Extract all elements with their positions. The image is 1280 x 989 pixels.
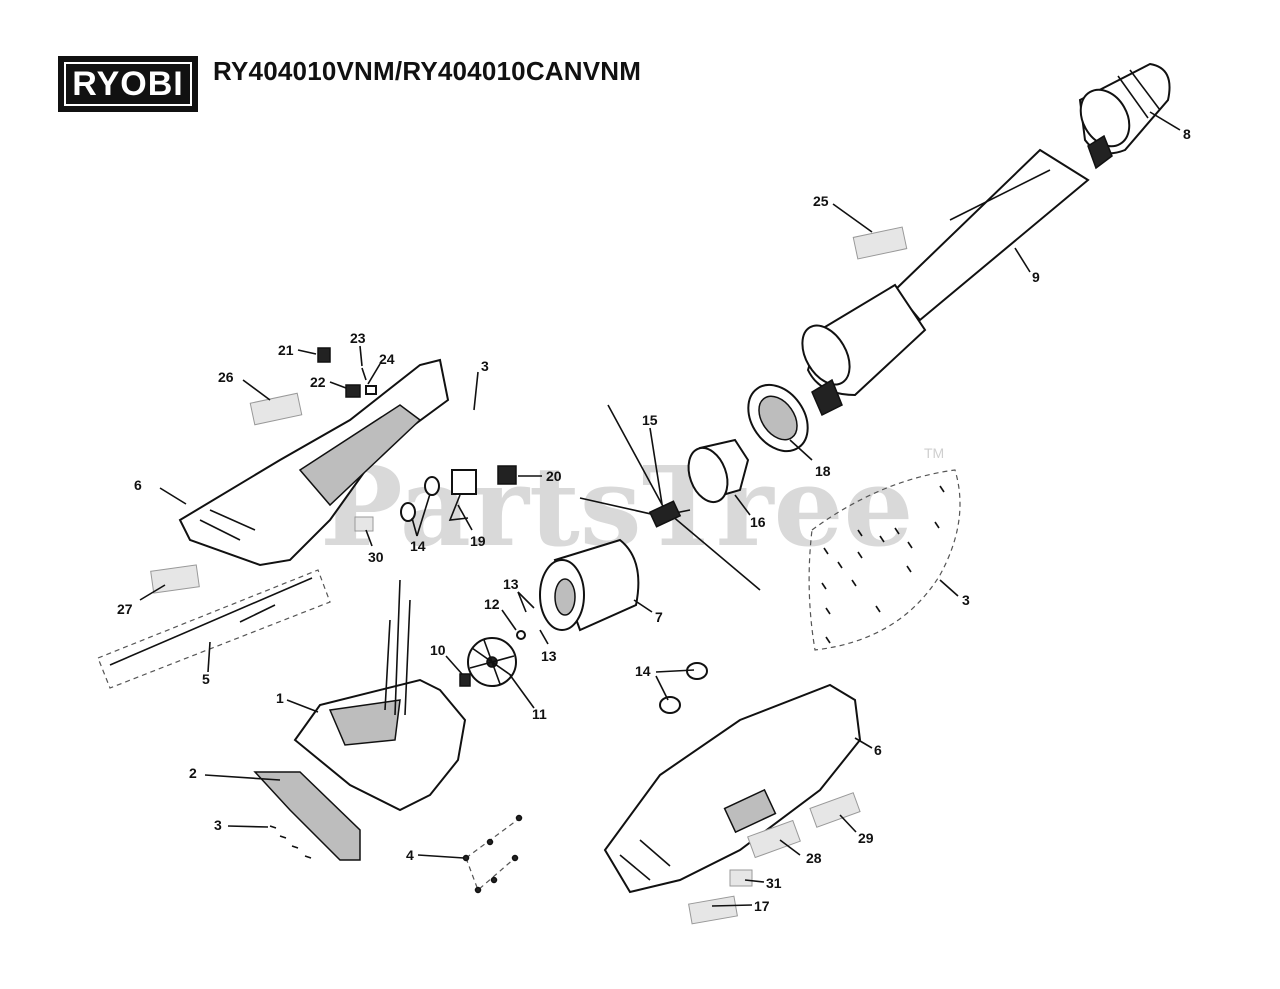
part-screws-4: [462, 814, 523, 894]
callout-25: 25: [813, 193, 829, 209]
part-label-30: [354, 516, 374, 532]
callout-9: 9: [1032, 269, 1040, 285]
part-left-housing: [178, 358, 450, 567]
callout-13-lower: 13: [541, 648, 557, 664]
part-label-26: [249, 392, 303, 426]
part-screws-bottom: [269, 825, 312, 859]
callout-3-right: 3: [962, 592, 970, 608]
part-14-b: [400, 502, 416, 522]
callout-22: 22: [310, 374, 326, 390]
callout-14-lower: 14: [635, 663, 651, 679]
callout-20: 20: [546, 468, 562, 484]
callout-3-top: 3: [481, 358, 489, 374]
part-spring: [317, 347, 331, 363]
part-14-d: [659, 696, 681, 714]
callout-27: 27: [117, 601, 133, 617]
callout-4: 4: [406, 847, 414, 863]
callout-30: 30: [368, 549, 384, 565]
page-header: RYOBI RY404010VNM/RY404010CANVNM: [0, 0, 1280, 120]
part-22: [345, 384, 361, 398]
callout-3-bottom: 3: [214, 817, 222, 833]
part-10: [459, 673, 471, 687]
part-blower-tube: [801, 148, 1090, 417]
callout-labels: 8 25 9 21 23 24 22 26 3 15 18 20 6 16 30…: [117, 126, 1191, 914]
callout-29: 29: [858, 830, 874, 846]
callout-18: 18: [815, 463, 831, 479]
part-fan: [467, 637, 517, 687]
ryobi-logo: RYOBI: [58, 56, 198, 112]
part-nozzle-tip: [1078, 62, 1171, 170]
callout-26: 26: [218, 369, 234, 385]
callout-19: 19: [470, 533, 486, 549]
part-front-housing: [293, 579, 467, 812]
part-14-a: [424, 476, 440, 496]
callout-16: 16: [750, 514, 766, 530]
part-label-28: [747, 819, 801, 859]
callout-7: 7: [655, 609, 663, 625]
callout-14-upper: 14: [410, 538, 426, 554]
callout-12: 12: [484, 596, 500, 612]
callout-10: 10: [430, 642, 446, 658]
part-label-31: [729, 869, 753, 887]
leader-lines: [139, 111, 1181, 907]
part-label-29: [809, 792, 861, 828]
callout-21: 21: [278, 342, 294, 358]
part-label-25: [852, 226, 908, 260]
callout-17: 17: [754, 898, 770, 914]
part-12: [516, 630, 526, 640]
callout-6-left: 6: [134, 477, 142, 493]
part-battery-plate: [253, 771, 361, 861]
part-fan-housing: [539, 538, 640, 632]
part-switch-assembly: [448, 469, 477, 521]
part-screw-set: [808, 469, 961, 651]
callout-31: 31: [766, 875, 782, 891]
callout-15: 15: [642, 412, 658, 428]
callout-1: 1: [276, 690, 284, 706]
part-motor-cap: [687, 438, 750, 504]
part-label-17: [688, 895, 738, 925]
part-right-housing: [603, 683, 862, 894]
ryobi-logo-text: RYOBI: [64, 62, 192, 106]
watermark-trademark: TM: [924, 445, 944, 461]
callout-11: 11: [532, 706, 547, 722]
model-title: RY404010VNM/RY404010CANVNM: [213, 56, 642, 86]
part-motor-assembly: [579, 404, 761, 591]
part-wire-harness: [97, 569, 331, 689]
callout-24: 24: [379, 351, 395, 367]
callout-6-right: 6: [874, 742, 882, 758]
callout-23: 23: [350, 330, 366, 346]
part-switch: [497, 465, 517, 485]
callout-2: 2: [189, 765, 197, 781]
callout-28: 28: [806, 850, 822, 866]
callout-13-upper: 13: [503, 576, 519, 592]
callout-8: 8: [1183, 126, 1191, 142]
callout-5: 5: [202, 671, 210, 687]
part-23: [361, 367, 367, 381]
part-24: [365, 385, 377, 395]
